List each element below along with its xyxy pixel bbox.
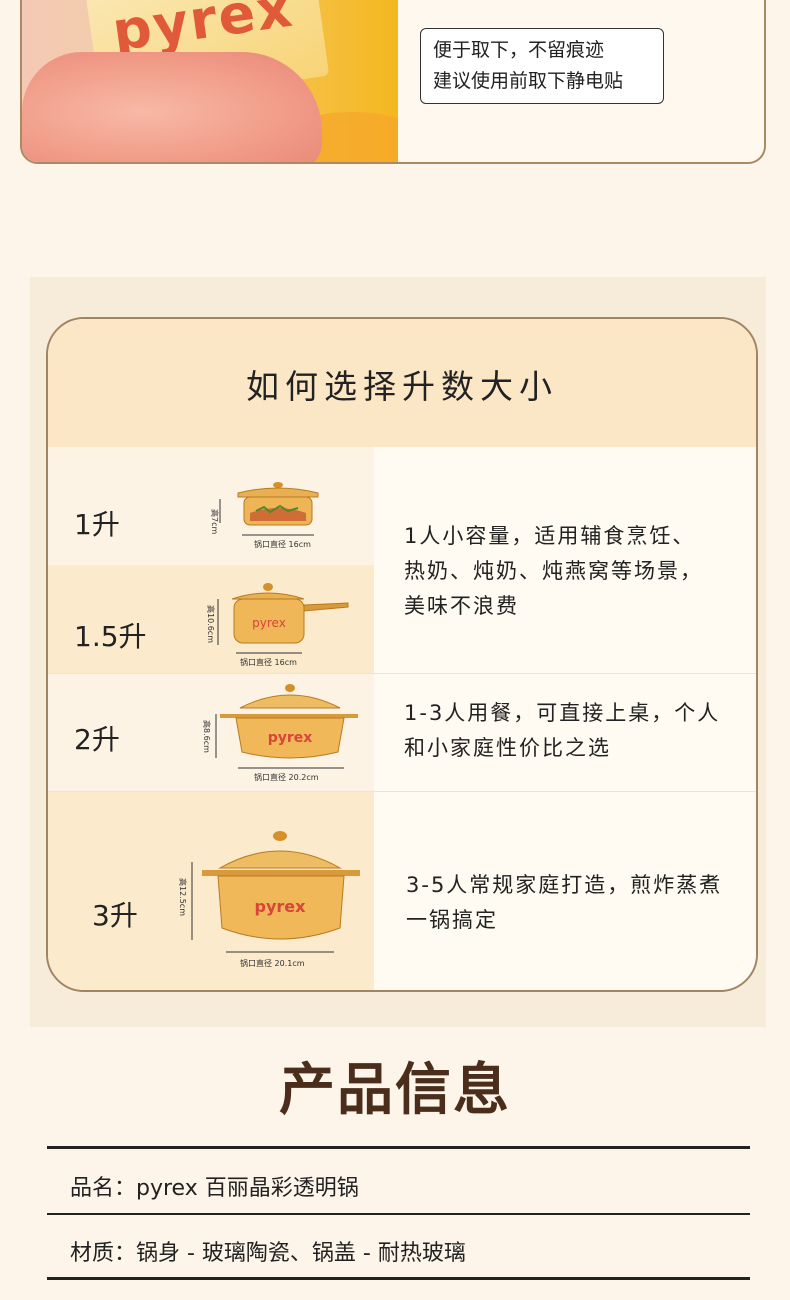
size-row-4: 3升 高12.5cm pyrex 锅口直径 20.1cm 3-5人常规家庭打造，… bbox=[48, 791, 756, 990]
size-row-1: 1升 高7cm 锅口直径 16cm bbox=[48, 447, 756, 565]
desc-line: 1人小容量，适用辅食烹饪、 bbox=[404, 524, 696, 548]
desc-line: 热奶、炖奶、炖燕窝等场景， bbox=[404, 559, 703, 583]
pot-3l-icon: 高12.5cm pyrex 锅口直径 20.1cm bbox=[178, 831, 360, 968]
desc-cell-3: 3-5人常规家庭打造，煎炸蒸煮 一锅搞定 bbox=[374, 792, 756, 990]
desc-line: 3-5人常规家庭打造，煎炸蒸煮 bbox=[406, 873, 723, 897]
capacity-label: 1升 bbox=[74, 508, 120, 541]
diameter-label: 锅口直径 16cm bbox=[254, 539, 311, 549]
height-label: 高10.6cm bbox=[206, 605, 216, 643]
divider bbox=[47, 1146, 750, 1149]
capacity-label: 3升 bbox=[92, 899, 138, 932]
product-name-line: 品名：pyrex 百丽晶彩透明锅 bbox=[70, 1176, 359, 1201]
tip-line-1: 便于取下，不留痕迹 bbox=[433, 39, 605, 61]
desc-line: 一锅搞定 bbox=[406, 908, 498, 932]
desc-line: 和小家庭性价比之选 bbox=[404, 736, 611, 760]
size-title: 如何选择升数大小 bbox=[48, 319, 756, 447]
diameter-label: 锅口直径 20.1cm bbox=[240, 958, 305, 968]
pyrex-logo: pyrex bbox=[268, 730, 313, 746]
finger bbox=[22, 52, 322, 162]
size-card: 如何选择升数大小 1升 高7cm 锅口直径 16cm bbox=[46, 317, 758, 992]
pot-2l-icon: 高8.6cm pyrex 锅口直径 20.2cm bbox=[202, 684, 358, 782]
diameter-label: 锅口直径 16cm bbox=[240, 657, 297, 667]
desc-line: 1-3人用餐，可直接上桌，个人 bbox=[404, 701, 721, 725]
material-line: 材质：锅身 - 玻璃陶瓷、锅盖 - 耐热玻璃 bbox=[70, 1241, 466, 1266]
desc-cell-1: 1人小容量，适用辅食烹饪、 热奶、炖奶、炖燕窝等场景， 美味不浪费 bbox=[374, 447, 756, 673]
height-label: 高8.6cm bbox=[202, 720, 212, 753]
height-label: 高7cm bbox=[210, 509, 220, 534]
desc-line: 美味不浪费 bbox=[404, 594, 519, 618]
diameter-label: 锅口直径 20.2cm bbox=[254, 772, 319, 782]
sticker-photo: pyrex bbox=[22, 0, 398, 162]
pot-1l-icon: 高7cm 锅口直径 16cm bbox=[210, 482, 319, 549]
capacity-label: 2升 bbox=[74, 723, 120, 756]
size-row-2: 1.5升 高10.6cm pyrex 锅口直径 16cm bbox=[48, 565, 756, 673]
info-title: 产品信息 bbox=[279, 1058, 511, 1123]
pyrex-logo: pyrex bbox=[252, 616, 286, 630]
height-label: 高12.5cm bbox=[178, 878, 188, 916]
size-section: 如何选择升数大小 1升 高7cm 锅口直径 16cm bbox=[30, 277, 766, 1027]
pyrex-logo: pyrex bbox=[255, 897, 307, 916]
divider bbox=[47, 1213, 750, 1215]
size-row-3: 2升 高8.6cm pyrex 锅口直径 20.2cm 1-3人用餐，可直接上桌… bbox=[48, 673, 756, 792]
tip-line-2: 建议使用前取下静电贴 bbox=[433, 70, 624, 92]
desc-cell-2: 1-3人用餐，可直接上桌，个人 和小家庭性价比之选 bbox=[374, 674, 756, 792]
tip-box: 便于取下，不留痕迹 建议使用前取下静电贴 bbox=[420, 28, 664, 104]
saucepan-1-5l-icon: 高10.6cm pyrex 锅口直径 16cm bbox=[206, 583, 349, 667]
top-card: pyrex 便于取下，不留痕迹 建议使用前取下静电贴 bbox=[20, 0, 766, 164]
capacity-label: 1.5升 bbox=[74, 620, 147, 653]
divider bbox=[47, 1277, 750, 1280]
